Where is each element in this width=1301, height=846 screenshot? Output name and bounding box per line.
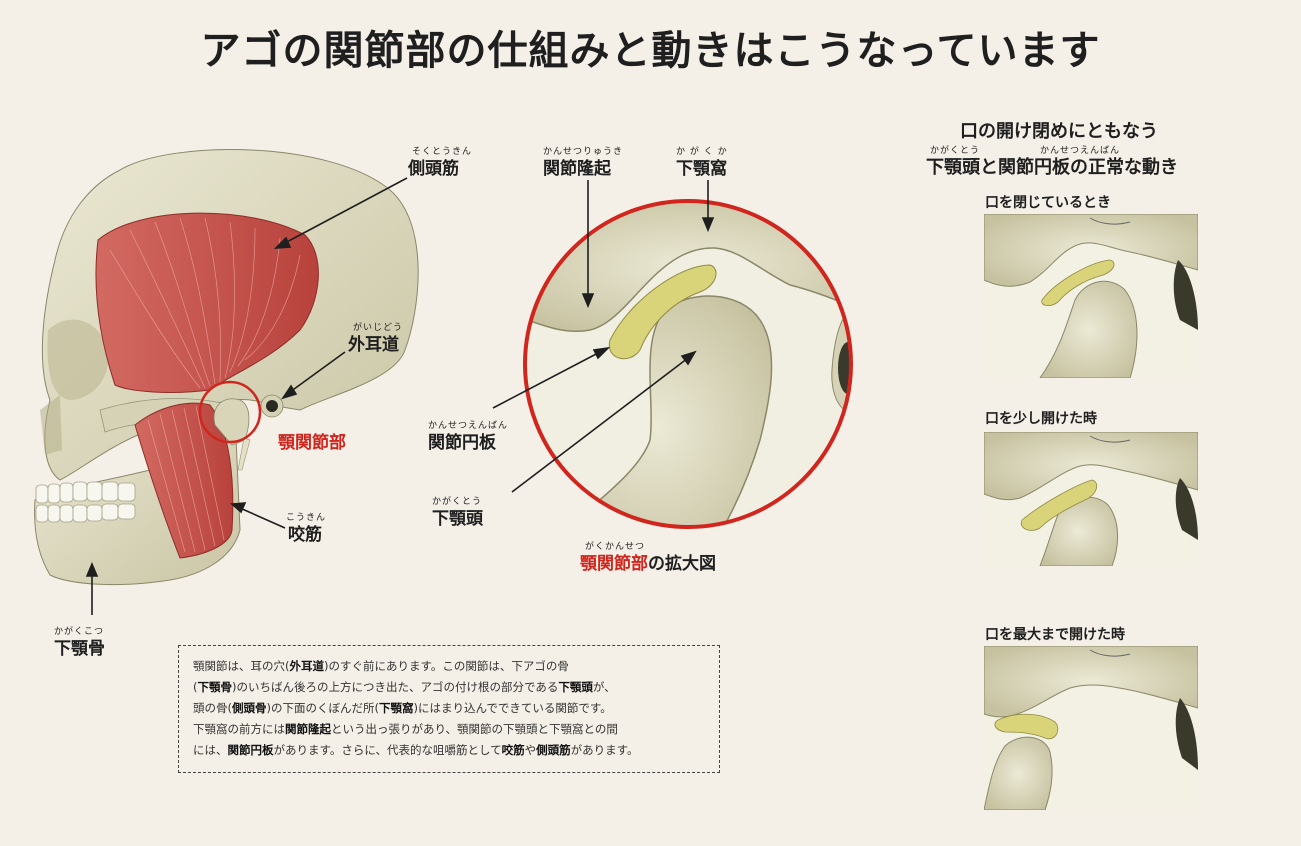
enlarged-caption-ruby: がくかんせつ [585,542,646,552]
info-line-4: 下顎窩の前方には関節隆起という出っ張りがあり、顎関節の下顎頭と下顎窩との間 [193,722,618,736]
masseter-label: 咬筋 [288,525,322,545]
teeth [35,481,136,523]
enlarged-caption: 顎関節部の拡大図 [580,549,716,574]
masseter-shape [134,402,234,559]
movement-title-line1: 口の開け閉めにともなう [960,121,1158,142]
panel-fully-open-caption: 口を最大まで開けた時 [985,627,1125,643]
info-line-1: 顎関節は、耳の穴(外耳道)のすぐ前にあります。この関節は、下アゴの骨 [193,659,569,673]
temporal-muscle-fibers [109,217,301,389]
panel-closed-illustration [984,214,1198,378]
enlarged-caption-rest: の拡大図 [648,554,716,574]
movement-title-line2: 下顎頭と関節円板の正常な動き [926,157,1178,178]
mandible-label: 下顎骨 [54,639,105,659]
panel-slightly-open-caption: 口を少し開けた時 [985,411,1097,427]
movement-title-ruby2: かんせつえんばん [1040,146,1121,156]
condyle-bone [543,295,773,527]
panel-closed-caption: 口を閉じているとき [985,195,1111,211]
temporal-muscle-label: 側頭筋 [408,159,459,179]
masseter-fibers [147,405,225,553]
mandible-ruby: かがくこつ [54,627,105,637]
eminence-label: 関節隆起 [543,159,611,179]
styloid-process [237,437,251,471]
panel-slightly-open-illustration [984,432,1198,566]
info-line-2: (下顎骨)のいちばん後ろの上方につき出た、アゴの付け根の部分である下顎頭が、 [193,680,616,694]
tmj-highlight-circle [198,380,262,444]
disc-label: 関節円板 [428,433,496,453]
condyle-label: 下顎頭 [432,509,483,529]
info-line-3: 頭の骨(側頭骨)の下面のくぼんだ所(下顎窩)にはまり込んでできている関節です。 [193,701,612,715]
panel-fully-open-illustration [984,646,1198,810]
nasal-cavity [40,395,62,455]
eye-socket [47,319,109,400]
enlarged-caption-red: 顎関節部 [580,554,648,574]
temporal-muscle-ruby: そくとうきん [412,147,473,157]
tmj-label: 顎関節部 [278,433,346,453]
info-line-5: には、関節円板があります。さらに、代表的な咀嚼筋として咬筋や側頭筋があります。 [193,743,639,757]
temporal-muscle-shape [95,212,319,393]
page-title: アゴの関節部の仕組みと動きはこうなっています [200,28,1101,74]
ear-canal-label: 外耳道 [348,335,399,355]
fossa-ruby: か が く か [676,147,728,157]
eminence-ruby: かんせつりゅうき [543,147,624,157]
disc-ruby: かんせつえんばん [428,421,509,431]
masseter-ruby: こうきん [286,513,327,523]
fossa-label: 下顎窩 [676,159,727,179]
condyle-ruby: かがくとう [432,497,483,507]
info-box: 顎関節は、耳の穴(外耳道)のすぐ前にあります。この関節は、下アゴの骨 (下顎骨)… [178,645,720,773]
disc-shape [608,264,717,360]
ear-canal-ruby: がいじどう [353,323,404,333]
movement-title-ruby1: かがくとう [930,146,981,156]
enlarged-circle-border [523,199,853,529]
